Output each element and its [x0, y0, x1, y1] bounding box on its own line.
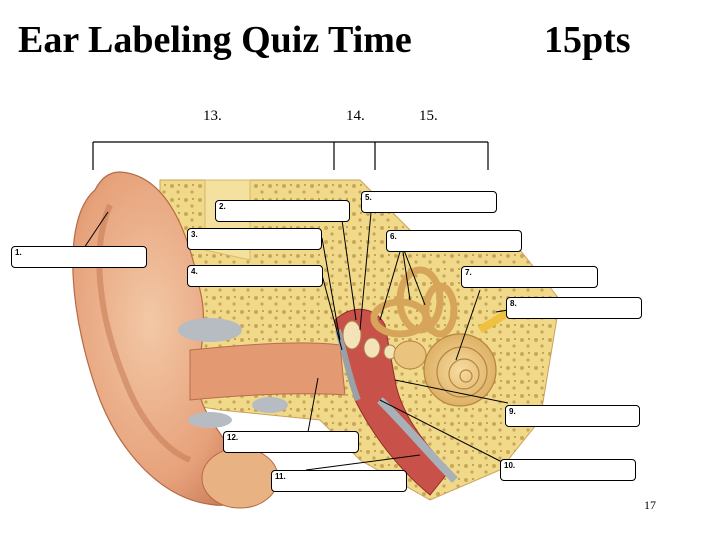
- label-box-12[interactable]: 12.: [223, 431, 359, 453]
- label-box-6[interactable]: 6.: [386, 230, 522, 252]
- label-box-number: 9.: [509, 407, 516, 416]
- points-label: 15pts: [544, 19, 631, 61]
- vestibule: [393, 340, 427, 370]
- page-number: 17: [644, 498, 656, 512]
- label-box-7[interactable]: 7.: [461, 266, 598, 288]
- section-label-14: 14.: [346, 108, 365, 124]
- section-label-15: 15.: [419, 108, 438, 124]
- label-box-number: 7.: [465, 268, 472, 277]
- label-box-8[interactable]: 8.: [506, 297, 642, 319]
- label-box-number: 4.: [191, 267, 198, 276]
- label-box-number: 12.: [227, 433, 239, 442]
- label-box-number: 5.: [365, 193, 372, 202]
- label-box-9[interactable]: 9.: [505, 405, 640, 427]
- label-box-number: 6.: [390, 232, 397, 241]
- label-box-10[interactable]: 10.: [500, 459, 636, 481]
- ear-canal: [189, 342, 346, 401]
- label-box-number: 2.: [219, 202, 226, 211]
- label-box-1[interactable]: 1.: [11, 246, 147, 268]
- label-box-number: 11.: [275, 472, 286, 481]
- label-box-number: 8.: [510, 299, 517, 308]
- semicircular-canals: [370, 266, 458, 338]
- leader-lines: [83, 201, 509, 471]
- label-box-5[interactable]: 5.: [361, 191, 497, 213]
- label-box-number: 1.: [15, 248, 22, 257]
- page-title: Ear Labeling Quiz Time: [18, 19, 412, 61]
- cochlea: [423, 333, 497, 407]
- label-box-2[interactable]: 2.: [215, 200, 350, 222]
- section-brackets: [92, 141, 489, 170]
- label-box-11[interactable]: 11.: [271, 470, 407, 492]
- label-box-number: 10.: [504, 461, 516, 470]
- label-box-4[interactable]: 4.: [187, 265, 323, 287]
- ossicles: [342, 320, 397, 360]
- section-label-13: 13.: [203, 108, 222, 124]
- eustachian-tube: [377, 397, 458, 483]
- label-box-number: 3.: [191, 230, 198, 239]
- label-box-3[interactable]: 3.: [187, 228, 322, 250]
